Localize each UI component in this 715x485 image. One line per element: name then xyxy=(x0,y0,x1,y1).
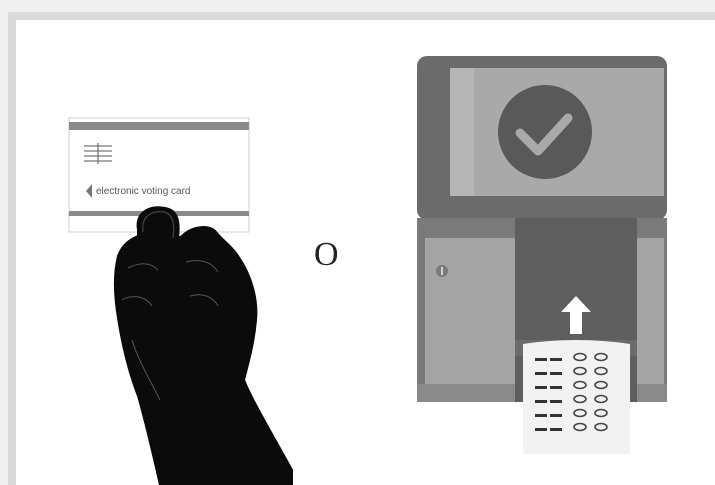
or-separator: O xyxy=(314,236,339,273)
chip-icon xyxy=(84,143,112,164)
card-label: electronic voting card xyxy=(96,186,191,197)
up-arrow-icon xyxy=(561,296,591,334)
voting-machine xyxy=(417,56,667,454)
card-arrow-icon xyxy=(86,184,92,198)
hand-holding-card xyxy=(114,206,293,485)
ballot-paper xyxy=(523,340,630,454)
checkmark-icon xyxy=(515,113,573,156)
check-circle xyxy=(498,85,592,179)
